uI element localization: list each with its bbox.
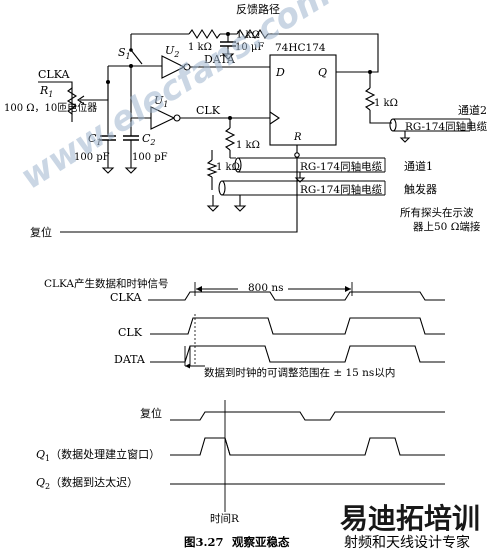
pin-q-label: Q [318,66,327,79]
svg-text:Q2（数据到达太迟）: Q2（数据到达太迟） [36,475,138,491]
c2-label: C [142,132,151,145]
u2-label: U [165,44,175,57]
probe-note-line2: 器上50 Ω端接 [413,220,481,233]
r-feedback-1-resistor [188,28,221,40]
c-feedback-label: 10 μF [235,42,264,53]
c1-subscript: 1 [96,138,101,147]
cable-ch1-label: RG-174同轴电缆 [300,160,383,173]
timing-diagram-top: CLKA产生数据和时钟信号 800 ns CLKA CLK DATA 数据到时钟… [44,277,445,379]
channel2-label: 通道2 [458,103,487,117]
r-clk-resistor [224,127,236,151]
svg-text:C1: C1 [88,132,102,147]
svg-text:C2: C2 [142,132,156,147]
r-trig-resistor [206,159,218,178]
timing-top-title: CLKA产生数据和时钟信号 [44,277,169,290]
q2-description: （数据到达太迟） [50,475,138,489]
q2-subscript: 2 [45,482,50,491]
u1-label: U [154,94,164,107]
r-clk-label: 1 kΩ [236,140,260,151]
period-label: 800 ns [248,282,284,294]
data-net-label: DATA [204,53,236,66]
u1-buffer [150,106,176,130]
pin-d-label: D [275,66,285,79]
r1-label: R [39,84,48,97]
brand-line2: 射频和天线设计专家 [344,534,470,551]
svg-text:U1: U1 [154,94,168,109]
svg-text:Q1（数据处理建立窗口）: Q1（数据处理建立窗口） [36,447,160,463]
c2-subscript: 2 [149,138,155,147]
clka-input-label: CLKA [38,68,70,81]
u2-subscript: 2 [173,50,179,59]
c1-label: C [88,132,97,145]
cable-trig-label: RG-174同轴电缆 [300,183,383,196]
q2-label: Q [36,476,45,489]
r-q-label: 1 kΩ [374,98,398,109]
brand-watermark: 易迪拓培训 射频和天线设计专家 [340,502,480,551]
reset-input-label: 复位 [30,225,52,239]
svg-text:U2: U2 [165,44,179,59]
c2-value: 100 pF [132,152,168,163]
svg-text:R1: R1 [39,84,53,99]
feedback-path-label: 反馈路径 [236,3,280,16]
svg-text:S1: S1 [118,46,131,61]
coax-cable-trigger [218,180,386,196]
cable-ch2-label: RG-174同轴电缆 [405,120,488,133]
q1-waveform [170,437,445,456]
circuit-schematic: 反馈路径 1 kΩ 1 kΩ 10 μF S1 CLKA R1 100 Ω，10… [4,3,488,239]
data-signal-label: DATA [114,353,146,366]
u2-buffer [161,55,186,79]
pin-r-label: R [293,132,302,143]
channel1-label: 通道1 [404,159,433,173]
s1-switch [130,49,143,65]
trigger-label: 触发器 [404,182,437,196]
clka-waveform [148,291,445,301]
c1-value: 100 pF [74,152,110,163]
q1-description: （数据处理建立窗口） [50,447,160,461]
r-q-resistor [364,87,376,111]
r1-potentiometer [66,86,78,116]
pot-description: 100 Ω，10匝电位器 [4,101,97,114]
r-feedback-2-resistor [236,28,269,40]
coax-cable-channel1 [230,157,386,173]
q1-subscript: 1 [45,454,50,463]
r-trig-label: 1 kΩ [216,162,240,173]
clock-input-triangle [269,111,280,125]
s1-subscript: 1 [126,52,131,61]
s1-label: S [118,46,126,59]
clk-waveform [150,317,445,335]
clk-signal-label: CLK [118,326,143,339]
clk-net-label: CLK [196,104,221,117]
clka-signal-label: CLKA [110,291,142,304]
q1-label: Q [36,448,45,461]
site-watermark: www.elecfans.com [14,0,338,198]
u1-subscript: 1 [163,100,168,109]
reset-waveform [170,411,445,421]
figure-caption: 图3.27 观察亚稳态 [184,535,290,549]
r-feedback-2-label: 1 kΩ [236,30,260,41]
reset-signal-label: 复位 [140,406,162,420]
data-waveform [150,345,445,363]
74hc174-flip-flop [269,54,337,146]
probe-note-line1: 所有探头在示波 [400,206,474,219]
brand-line1: 易迪拓培训 [340,502,480,535]
range-note: 数据到时钟的可调整范围在 ± 15 ns以内 [204,366,395,379]
timing-diagram-bottom: 复位 Q1（数据处理建立窗口） Q2（数据到达太迟） 时间R [36,400,445,525]
r-feedback-1-label: 1 kΩ [188,42,212,53]
coax-cable-channel2 [389,118,471,132]
chip-label: 74HC174 [275,42,326,54]
time-r-label: 时间R [210,512,240,525]
r1-subscript: 1 [48,90,53,99]
caption-text: 观察亚稳态 [232,535,290,549]
caption-figure-number: 图3.27 [184,535,224,549]
